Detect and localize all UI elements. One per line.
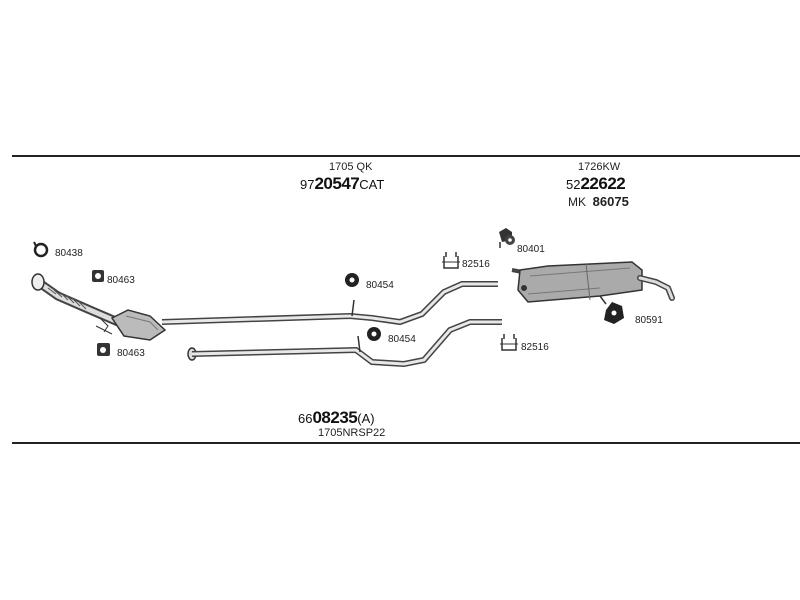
assembly-top-right-code: 5222622 [566,174,626,194]
upper-intermediate-pipe [161,281,498,326]
part-label-80591: 80591 [635,315,663,326]
part-label-82516-lower: 82516 [521,342,549,353]
code-prefix: 52 [566,177,581,192]
assembly-top-right-mk: MK 86075 [568,194,629,209]
mk-code: 86075 [592,194,629,209]
code-prefix: 97 [300,177,315,192]
code-suffix: CAT [359,177,385,192]
mk-prefix: MK [568,195,586,209]
assembly-bottom-name: 1705NRSP22 [318,427,386,439]
assembly-top-right-name: 1726KW [578,161,621,173]
front-pipe-with-flex [31,273,123,327]
assembly-top-left-code: 9720547CAT [300,174,384,194]
part-label-80463-lower: 80463 [117,348,145,359]
part-label-80401: 80401 [517,244,545,255]
bottom-divider-line [12,442,800,444]
part-label-80454-lower: 80454 [388,334,416,345]
part-label-80438: 80438 [55,248,83,259]
code-main: 20547 [314,174,360,193]
part-label-80454-upper: 80454 [366,280,394,291]
lower-intermediate-pipe [187,319,502,368]
catalytic-converter [95,309,167,341]
code-main: 08235 [312,408,358,427]
code-suffix: (A) [357,411,375,426]
part-label-80463-upper: 80463 [107,275,135,286]
top-divider-line [12,155,800,157]
rear-silencer [511,261,675,305]
code-main: 22622 [580,174,626,193]
assembly-bottom-code: 6608235(A) [298,408,375,428]
code-prefix: 66 [298,411,313,426]
assembly-top-left-name: 1705 QK [329,161,373,173]
part-label-82516-upper: 82516 [462,259,490,270]
